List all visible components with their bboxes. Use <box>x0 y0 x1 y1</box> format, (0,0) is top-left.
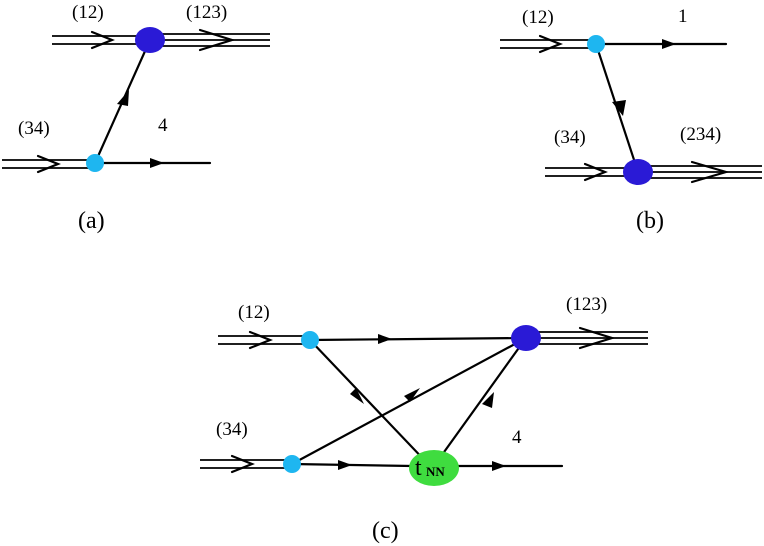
line-12-to-123 <box>308 336 528 342</box>
small-vertex <box>587 35 605 53</box>
arrowhead <box>117 90 129 106</box>
small-vertex <box>301 331 319 349</box>
label-4: 4 <box>512 427 522 448</box>
line-tnn-to-123 <box>432 336 528 468</box>
caption-a: (a) <box>78 208 105 234</box>
label-123: (123) <box>186 2 227 23</box>
label-34: (34) <box>554 127 586 148</box>
label-12: (12) <box>238 302 270 323</box>
line-12-to-tnn <box>308 338 432 468</box>
arrowhead <box>612 100 626 116</box>
large-vertex <box>511 325 541 351</box>
arrowhead <box>350 388 364 404</box>
double-line-12 <box>500 34 592 54</box>
caption-b: (b) <box>636 208 664 234</box>
arrowhead <box>150 158 164 168</box>
large-vertex <box>135 27 165 53</box>
arrowhead <box>492 461 506 471</box>
tnn-label-main: t <box>415 455 422 481</box>
label-123: (123) <box>566 294 607 315</box>
double-line-12 <box>52 30 140 50</box>
small-vertex <box>283 455 301 473</box>
label-1: 1 <box>678 6 688 27</box>
arrowhead <box>662 39 676 49</box>
arrowhead <box>378 334 392 344</box>
label-4: 4 <box>158 115 168 136</box>
double-line-34 <box>200 454 290 474</box>
label-12: (12) <box>522 7 554 28</box>
double-line-12 <box>218 330 308 350</box>
panel-c: t NN (12) (123) (34) 4 (c) <box>200 294 648 544</box>
large-vertex <box>623 159 653 185</box>
tnn-label-sub: NN <box>426 464 445 479</box>
label-234: (234) <box>680 124 721 145</box>
small-vertex <box>86 154 104 172</box>
triple-line-123 <box>538 326 648 350</box>
triple-line-234 <box>650 160 762 184</box>
tnn-vertex <box>409 450 459 486</box>
arrowhead <box>482 392 494 408</box>
triple-line-123 <box>160 28 270 52</box>
label-34: (34) <box>216 419 248 440</box>
caption-c: (c) <box>372 518 399 544</box>
panel-b: (12) 1 (34) (234) (b) <box>500 6 762 234</box>
label-12: (12) <box>72 2 104 23</box>
double-line-34 <box>545 162 630 182</box>
arrowhead <box>338 460 352 470</box>
panel-a: (12) (123) (34) 4 (a) <box>2 2 270 234</box>
label-34: (34) <box>18 118 50 139</box>
double-line-34 <box>2 154 92 174</box>
arrowhead <box>404 388 420 402</box>
